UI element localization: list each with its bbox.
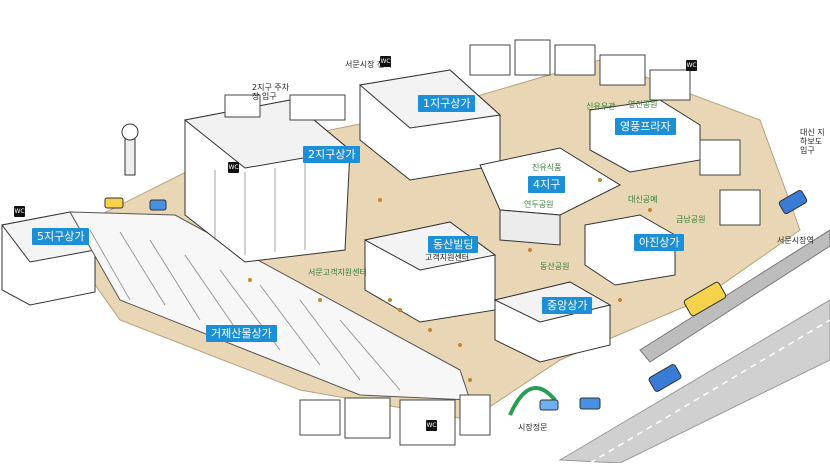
road-lane (589, 319, 830, 464)
bus2 (778, 190, 808, 214)
back-buildings (224, 39, 761, 226)
zone5-label[interactable]: 5지구상가 (32, 228, 90, 245)
geoje-label[interactable]: 거제산물상가 (206, 325, 277, 342)
car2 (149, 199, 167, 211)
elevated-rail (639, 229, 830, 363)
restroom-icon: WC (228, 162, 239, 173)
small-label: 금남공원 (676, 215, 706, 224)
car (104, 197, 124, 209)
small-label: 연두공원 (524, 200, 554, 209)
small-label: 대신공예 (628, 195, 658, 204)
yeonghwa-label[interactable]: 영풍프라자 (615, 118, 676, 135)
jungang-label[interactable]: 중앙상가 (542, 297, 593, 314)
ayang-label[interactable]: 아진상가 (634, 234, 685, 251)
small-label: 신유우관 (586, 102, 616, 111)
zone4-label[interactable]: 4지구 (528, 176, 566, 193)
small-label: 진유식품 (532, 163, 562, 172)
market-station-note: 서문시장 전역 (345, 60, 392, 69)
crowd (248, 178, 652, 382)
small-label: 영진공원 (628, 100, 658, 109)
restroom-icon: WC (380, 56, 391, 67)
zone1-label[interactable]: 1지구상가 (418, 95, 476, 112)
gogeu-label[interactable]: 동산빌딩 (428, 236, 479, 253)
water-tower (124, 134, 136, 176)
arcade-stripes (89, 229, 401, 391)
restroom-icon: WC (14, 206, 25, 217)
restroom-icon: WC (426, 420, 437, 431)
main-gate-note: 시장정문 (518, 423, 548, 432)
ayang-building (584, 214, 676, 286)
market-gate-arch (508, 386, 557, 416)
car4 (539, 399, 559, 411)
station-note: 서문시장역 (777, 236, 814, 245)
main-road (558, 299, 830, 464)
small-label: 동산공원 (540, 262, 570, 271)
restroom-icon: WC (686, 60, 697, 71)
parking-entrance-note: 2지구 주차장 입구 (252, 83, 290, 101)
car3 (579, 397, 601, 410)
zone2-label[interactable]: 2지구상가 (303, 146, 361, 163)
gogeu-sub-label: 고객지원센터 (425, 253, 470, 262)
bus (648, 364, 682, 392)
underpass-note: 대신 지하보도 입구 (800, 128, 825, 155)
tram (683, 281, 727, 317)
small-label: 서문고객지원센터 (308, 268, 367, 277)
